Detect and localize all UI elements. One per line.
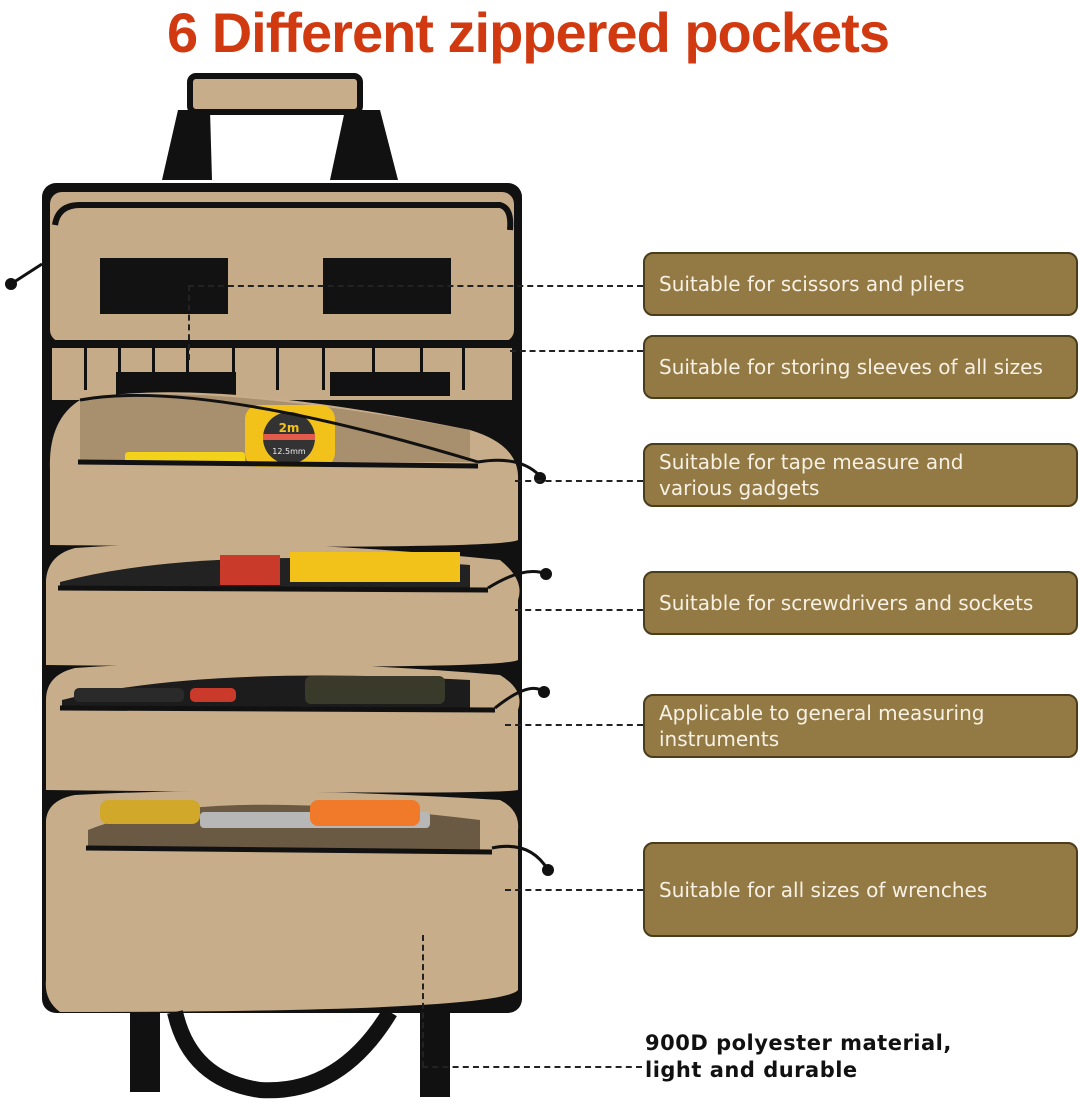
- tape-measure: 2m 12.5mm: [245, 405, 335, 467]
- leader-line-sleeves: [510, 350, 643, 352]
- material-note-line1: 900D polyester material,: [645, 1031, 952, 1055]
- leader-line-material: [422, 1066, 642, 1068]
- callout-screwdrivers: Suitable for screwdrivers and sockets: [643, 571, 1078, 635]
- material-note: 900D polyester material, light and durab…: [645, 1030, 1065, 1084]
- callout-scissors-text: Suitable for scissors and pliers: [659, 272, 965, 296]
- callout-sleeves-text: Suitable for storing sleeves of all size…: [659, 355, 1043, 379]
- leader-line-wrenches: [505, 889, 643, 891]
- page-title: 6 Different zippered pockets: [167, 1, 890, 64]
- material-note-line2: light and durable: [645, 1058, 858, 1082]
- callout-tape: Suitable for tape measure and various ga…: [643, 443, 1078, 507]
- tool-roll-bag-image: 2m 12.5mm: [5, 73, 554, 1099]
- leader-line-material-vertical: [422, 935, 424, 1067]
- leader-line-tape: [515, 480, 643, 482]
- callout-scissors: Suitable for scissors and pliers: [643, 252, 1078, 316]
- leader-line-scissors: [188, 285, 643, 287]
- svg-text:2m: 2m: [279, 421, 300, 435]
- callout-measuring-text: Applicable to general measuring instrume…: [659, 701, 985, 751]
- callout-screwdrivers-text: Suitable for screwdrivers and sockets: [659, 591, 1034, 615]
- leader-line-scissors-vertical: [188, 285, 190, 360]
- callout-wrenches-text: Suitable for all sizes of wrenches: [659, 877, 988, 902]
- leader-line-screwdrivers: [515, 609, 643, 611]
- callout-measuring: Applicable to general measuring instrume…: [643, 694, 1078, 758]
- svg-text:12.5mm: 12.5mm: [272, 447, 306, 456]
- callout-tape-text: Suitable for tape measure and various ga…: [659, 450, 964, 500]
- callout-sleeves: Suitable for storing sleeves of all size…: [643, 335, 1078, 399]
- top-handle: [162, 73, 398, 180]
- callout-wrenches: Suitable for all sizes of wrenches: [643, 842, 1078, 937]
- leader-line-measuring: [505, 724, 643, 726]
